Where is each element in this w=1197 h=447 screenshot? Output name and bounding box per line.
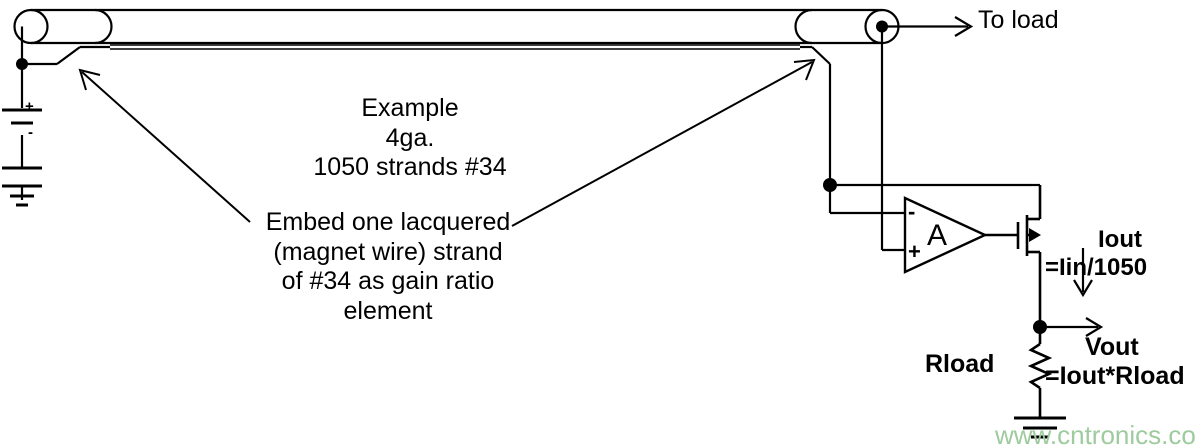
iout-arrowhead	[1073, 279, 1093, 298]
embed-strand-note: Embed one lacquered (magnet wire) strand…	[265, 208, 511, 325]
strand-left-breakout	[22, 45, 110, 66]
mosfet-body-arrow	[1029, 228, 1041, 242]
battery-symbol	[2, 108, 42, 170]
callout-arrow-right	[511, 58, 816, 227]
opamp-label: A	[927, 219, 948, 252]
junction-dot-to-load	[876, 20, 888, 33]
cable-right-inner-cap	[794, 8, 813, 45]
load-output-wires	[828, 25, 1032, 252]
resistor-rload	[1027, 327, 1053, 418]
battery-negative-label: -	[28, 124, 33, 141]
strand-right-breakout	[800, 45, 832, 185]
junction-dot-feedback	[823, 178, 837, 192]
rload-label: Rload	[925, 350, 995, 378]
embedded-strand	[110, 44, 800, 50]
cable-end-left-circle	[13, 8, 49, 45]
opamp-noninverting-input-label: +	[908, 239, 921, 264]
callout-right-arrowhead	[793, 58, 816, 81]
arrow-right-to-load	[954, 16, 974, 37]
opamp-inverting-input-label: -	[908, 199, 916, 224]
to-load-label: To load	[978, 6, 1059, 34]
junction-dot-left	[16, 58, 28, 70]
to-load-arrowhead	[954, 16, 974, 37]
vout-arrowhead	[1085, 317, 1104, 337]
iout-formula-label: =Iin/1050	[1045, 254, 1148, 281]
opamp-triangle	[903, 196, 988, 274]
strand-right-diagonal	[811, 46, 831, 65]
callout-arrow-left	[78, 68, 251, 223]
vout-formula-label: =Iout*Rload	[1045, 362, 1185, 390]
callout-right-shaft	[511, 61, 813, 227]
resistor-zigzag	[1027, 342, 1053, 390]
battery-positive-label: +	[25, 98, 34, 115]
cable-bundle	[13, 8, 900, 45]
arrow-down-iout	[1073, 248, 1093, 298]
iout-label: Iout	[1098, 226, 1142, 253]
vout-tap	[1040, 317, 1104, 337]
ground-symbol-right	[1014, 416, 1066, 439]
vout-label: Vout	[1085, 333, 1139, 361]
n-channel-mosfet	[1016, 185, 1042, 327]
callout-left-shaft	[81, 71, 251, 223]
cable-spec-note: Example 4ga. 1050 strands #34	[313, 94, 507, 181]
site-watermark: www.cntronics.com	[995, 420, 1197, 447]
callout-left-arrowhead	[78, 68, 101, 91]
cable-left-inner-cap	[94, 8, 113, 45]
strand-left-diagonal	[56, 46, 81, 65]
ground-symbol-left	[2, 184, 42, 207]
operational-amplifier	[903, 196, 1018, 274]
